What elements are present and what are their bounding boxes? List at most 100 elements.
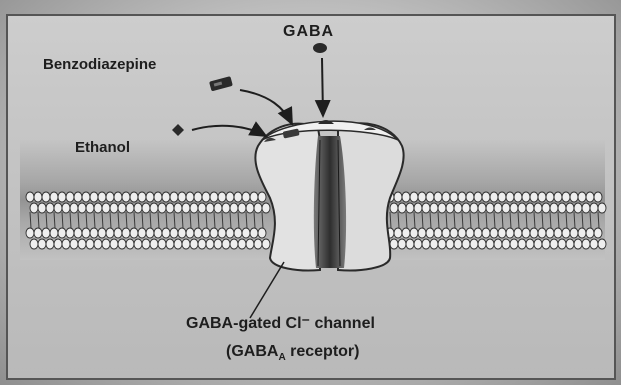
gaba-arrow [322,58,323,116]
lipid-head [594,192,602,202]
lipid-head [566,239,574,249]
lipid-head [466,192,474,202]
lipid-head [562,228,570,238]
lipid-head [226,228,234,238]
lipid-head [138,228,146,238]
lipid-head [502,203,510,213]
lipid-head [254,239,262,249]
lipid-head [478,239,486,249]
lipid-head [214,239,222,249]
lipid-head [470,203,478,213]
lipid-head [58,228,66,238]
lipid-head [126,203,134,213]
lipid-head [246,203,254,213]
lipid-head [54,203,62,213]
lipid-head [182,239,190,249]
lipid-head [38,239,46,249]
lipid-head [510,239,518,249]
ethanol-label: Ethanol [75,139,130,156]
lipid-head [490,228,498,238]
lipid-head [230,239,238,249]
lipid-head [582,203,590,213]
lipid-head [550,239,558,249]
lipid-head [530,228,538,238]
lipid-head [162,192,170,202]
lipid-head [182,203,190,213]
lipid-head [398,239,406,249]
caption-subscript: A [278,352,285,363]
caption-suffix: receptor) [286,343,360,360]
lipid-head [426,228,434,238]
lipid-head [418,192,426,202]
lipid-head [142,203,150,213]
caption-prefix: (GABA [226,343,278,360]
lipid-head [442,192,450,202]
lipid-head [158,239,166,249]
lipid-head [546,192,554,202]
lipid-head [70,239,78,249]
lipid-head [390,239,398,249]
lipid-head [42,192,50,202]
lipid-head [250,228,258,238]
lipid-head [98,228,106,238]
lipid-head [110,239,118,249]
lipid-head [102,239,110,249]
lipid-head [146,228,154,238]
lipid-head [202,228,210,238]
lipid-head [478,203,486,213]
lipid-head [174,239,182,249]
lipid-head [90,228,98,238]
caption-subtitle: (GABAA receptor) [226,343,359,363]
lipid-head [486,203,494,213]
lipid-head [110,203,118,213]
lipid-head [206,203,214,213]
lipid-head [102,203,110,213]
lipid-head [534,239,542,249]
lipid-head [410,228,418,238]
lipid-head [122,228,130,238]
caption-leader-line [250,262,284,318]
lipid-head [430,239,438,249]
lipid-head [510,203,518,213]
lipid-head [590,239,598,249]
lipid-head [514,228,522,238]
lipid-head [26,192,34,202]
lipid-head [482,192,490,202]
lipid-head [574,239,582,249]
lipid-head [542,203,550,213]
lipid-head [394,228,402,238]
lipid-head [222,203,230,213]
lipid-head [26,228,34,238]
lipid-head [238,239,246,249]
lipid-head [206,239,214,249]
lipid-head [86,203,94,213]
lipid-head [406,203,414,213]
lipid-head [190,239,198,249]
lipid-head [222,239,230,249]
lipid-head [58,192,66,202]
lipid-head [150,203,158,213]
lipid-head [210,192,218,202]
benzodiazepine-label: Benzodiazepine [43,56,156,73]
lipid-head [142,239,150,249]
lipid-head [418,228,426,238]
lipid-head [546,228,554,238]
lipid-head [242,228,250,238]
lipid-head [210,228,218,238]
lipid-head [402,192,410,202]
lipid-head [534,203,542,213]
lipid-head [30,239,38,249]
lipid-head [194,192,202,202]
lipid-head [518,203,526,213]
lipid-head [134,203,142,213]
lipid-head [166,203,174,213]
ethanol-arrow [192,126,266,136]
lipid-head [498,192,506,202]
lipid-head [34,192,42,202]
lipid-head [62,239,70,249]
lipid-head [42,228,50,238]
lipid-head [194,228,202,238]
lipid-head [38,203,46,213]
lipid-head [586,228,594,238]
lipid-head [82,228,90,238]
